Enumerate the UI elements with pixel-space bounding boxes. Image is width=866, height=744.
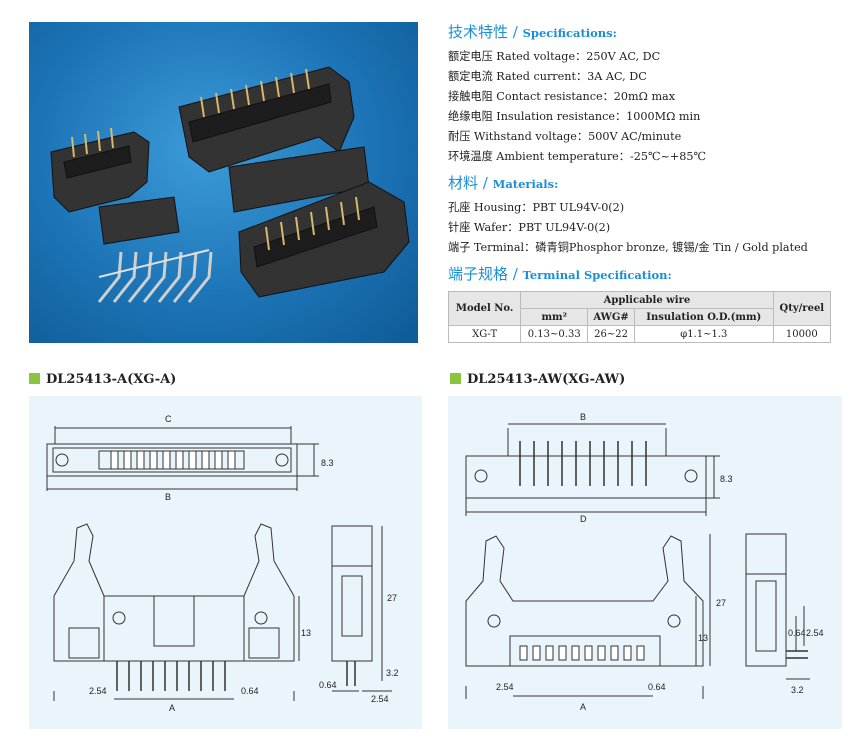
terminal-table: Model No. Applicable wire Qty/reel mm² A…: [447, 291, 832, 343]
dim-h2: 27: [387, 593, 397, 603]
sub-mm: mm²: [520, 308, 589, 326]
dim-p2: 0.64: [648, 682, 666, 692]
col-qty: Qty/reel: [772, 291, 832, 326]
terminal-title-cn: 端子规格: [448, 265, 509, 283]
dim-a: A: [580, 702, 586, 712]
dim-c: C: [165, 414, 172, 424]
spec-line-voltage: 额定电压 Rated voltage：250V AC, DC: [448, 50, 661, 63]
cell-awg: 26~22: [587, 325, 635, 343]
dim-h4: 3.2: [386, 668, 399, 678]
material-line-housing: 孔座 Housing：PBT UL94V-0(2): [448, 201, 625, 214]
drawing-aw-title: DL25413-AW(XG-AW): [450, 372, 625, 387]
dim-h3: 13: [301, 628, 311, 638]
spec-line-withstand: 耐压 Withstand voltage：500V AC/minute: [448, 130, 682, 143]
spec-line-current: 额定电流 Rated current：3A AC, DC: [448, 70, 647, 83]
drawing-a-svg: C B 8.3 A 27 13 3.2 2.54 0.64 0.64 2.54: [46, 414, 399, 713]
cell-qty: 10000: [772, 325, 832, 343]
materials-title-cn: 材料: [448, 174, 479, 192]
terminal-heading: 端子规格 / Terminal Specification:: [448, 264, 843, 285]
specifications-title-cn: 技术特性: [448, 23, 509, 41]
drawing-aw-panel: B D 8.3 A 27 13 2.54 0.64 0.64 2.54 3.2: [448, 396, 842, 729]
dim-p4: 2.54: [806, 628, 824, 638]
col-model: Model No.: [447, 291, 522, 326]
dim-p4: 2.54: [371, 694, 389, 704]
table-row: XG-T 0.13~0.33 26~22 φ1.1~1.3 10000: [447, 325, 832, 343]
dim-d: D: [580, 514, 587, 524]
materials-title-sep: /: [478, 174, 493, 192]
drawing-a-title-text: DL25413-A(XG-A): [46, 372, 177, 387]
sub-awg: AWG#: [587, 308, 635, 326]
spec-line-temperature: 环境温度 Ambient temperature：-25℃~+85℃: [448, 150, 707, 163]
cell-od: φ1.1~1.3: [633, 325, 774, 343]
dim-b: B: [580, 412, 586, 422]
col-wire: Applicable wire: [520, 291, 774, 309]
drawing-a-panel: C B 8.3 A 27 13 3.2 2.54 0.64 0.64 2.54: [29, 396, 422, 729]
dim-p1: 2.54: [496, 682, 514, 692]
dim-p2: 0.64: [241, 686, 259, 696]
dim-h1: 8.3: [321, 458, 334, 468]
terminal-title-en: Terminal Specification:: [522, 268, 672, 282]
cell-mm: 0.13~0.33: [520, 325, 589, 343]
materials-title-en: Materials:: [492, 177, 559, 191]
product-photo: [29, 22, 418, 343]
spec-line-insulation: 绝缘电阻 Insulation resistance：1000MΩ min: [448, 110, 701, 123]
material-line-wafer: 针座 Wafer：PBT UL94V-0(2): [448, 221, 611, 234]
dim-h2: 27: [716, 598, 726, 608]
spec-column: 技术特性 / Specifications: 额定电压 Rated voltag…: [447, 22, 843, 343]
dim-p3: 0.64: [319, 680, 337, 690]
dim-p3: 0.64: [788, 628, 806, 638]
dim-h1: 8.3: [720, 474, 733, 484]
materials-heading: 材料 / Materials:: [448, 173, 843, 194]
material-line-terminal: 端子 Terminal：磷青铜Phosphor bronze, 镀锡/金 Tin…: [448, 241, 808, 254]
drawing-a-title: DL25413-A(XG-A): [29, 372, 176, 387]
dim-h3: 13: [698, 633, 708, 643]
specifications-heading: 技术特性 / Specifications:: [448, 22, 843, 43]
sub-od: Insulation O.D.(mm): [633, 308, 774, 326]
drawing-aw-title-text: DL25413-AW(XG-AW): [467, 372, 626, 387]
cell-model: XG-T: [447, 325, 522, 343]
drawing-aw-svg: B D 8.3 A 27 13 2.54 0.64 0.64 2.54 3.2: [465, 412, 824, 712]
green-square-icon: [450, 373, 461, 384]
dim-p1: 2.54: [89, 686, 107, 696]
specifications-title-en: Specifications:: [522, 26, 617, 40]
specifications-title-sep: /: [508, 23, 523, 41]
dim-b: B: [165, 492, 171, 502]
terminal-title-sep: /: [508, 265, 523, 283]
green-square-icon: [29, 373, 40, 384]
spec-line-contact: 接触电阻 Contact resistance：20mΩ max: [448, 90, 676, 103]
dim-a: A: [169, 703, 175, 713]
dim-p5: 3.2: [791, 685, 804, 695]
